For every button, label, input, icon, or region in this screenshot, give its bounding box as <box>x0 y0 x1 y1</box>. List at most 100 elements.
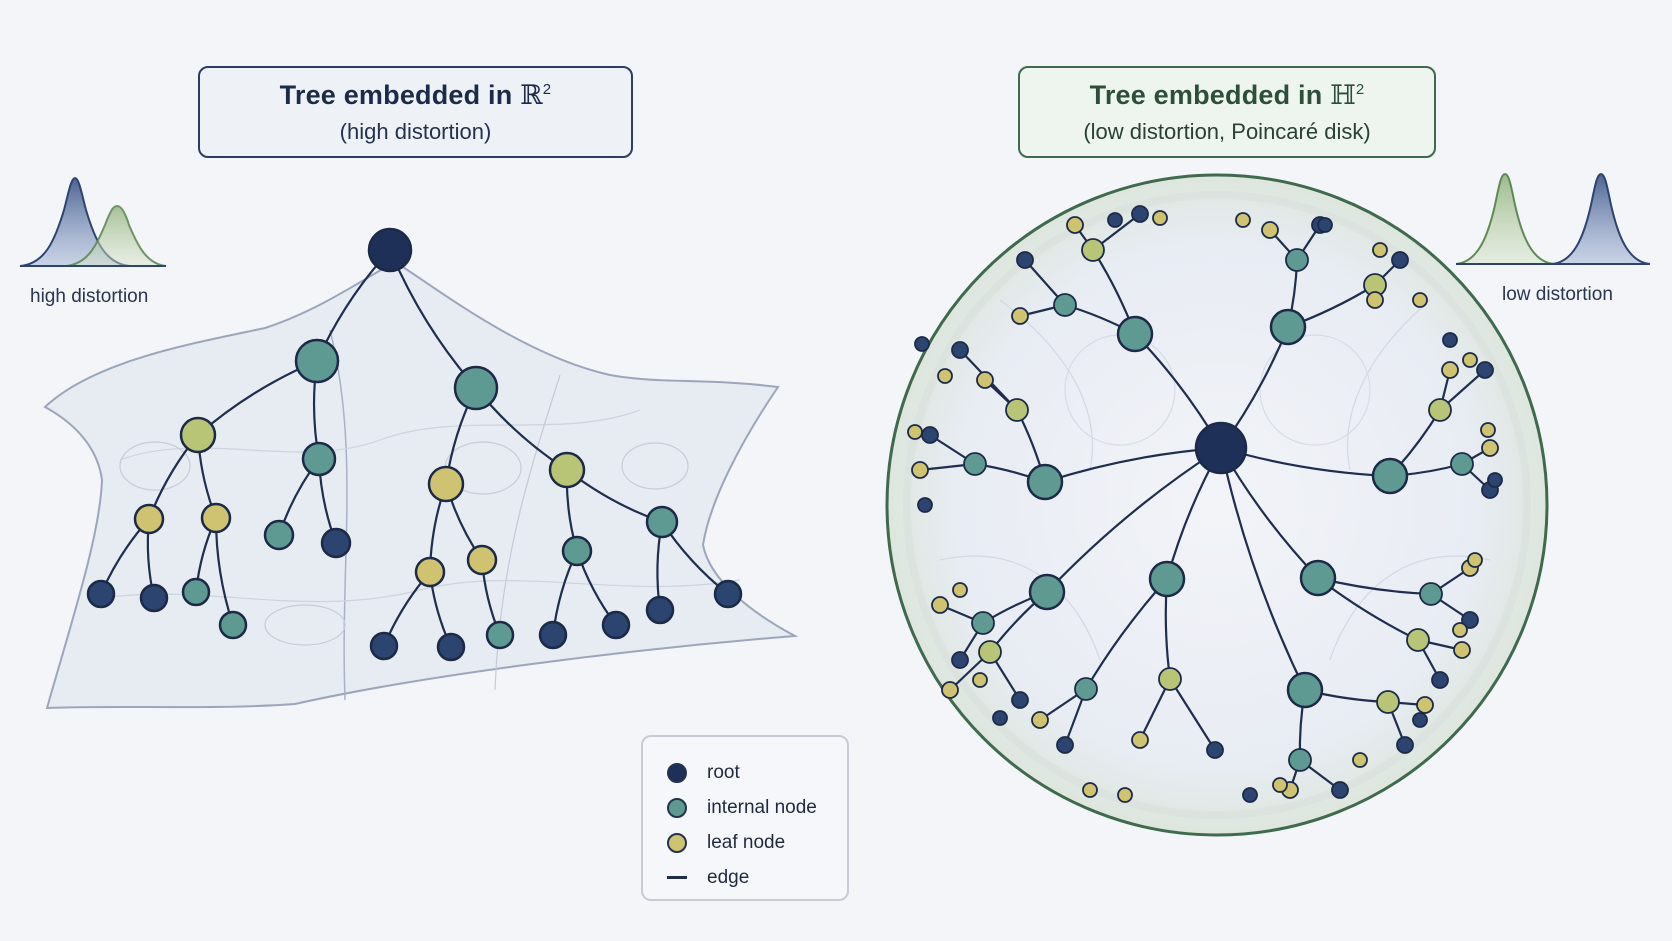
internal-node <box>601 610 631 640</box>
hyperbolic-tree-nodes <box>907 205 1503 803</box>
leaf-node <box>1131 731 1149 749</box>
leaf-node <box>1467 552 1483 568</box>
leaf-node <box>1131 205 1149 223</box>
leaf-node <box>1462 352 1478 368</box>
leaf-node <box>941 681 959 699</box>
internal-node <box>86 579 116 609</box>
leaf-node <box>1152 210 1168 226</box>
leaf-node <box>1107 212 1123 228</box>
leaf-node <box>179 416 217 454</box>
leaf-node <box>1117 787 1133 803</box>
internal-node <box>294 338 340 384</box>
low-distortion-label: low distortion <box>1502 284 1613 305</box>
legend-item-edge: edge <box>667 860 847 895</box>
tree-edge <box>1046 447 1222 593</box>
leaf-node <box>200 502 232 534</box>
leaf-node <box>414 556 446 588</box>
internal-node <box>1419 582 1443 606</box>
leaf-node <box>1206 741 1224 759</box>
legend-label: root <box>707 761 740 783</box>
leaf-node <box>1453 641 1471 659</box>
leaf-node <box>1396 736 1414 754</box>
right-title: Tree embedded in ℍ2 <box>1090 80 1365 111</box>
leaf-node <box>1441 361 1459 379</box>
internal-node <box>1450 452 1474 476</box>
high-distortion-label: high distortion <box>30 286 149 307</box>
leaf-node <box>1391 251 1409 269</box>
legend-item-root: root <box>667 755 847 790</box>
root-node <box>367 227 413 273</box>
euclidean-tree-nodes <box>86 227 743 662</box>
leaf-node <box>1366 291 1384 309</box>
leaf-node <box>1016 251 1034 269</box>
leaf-node <box>952 582 968 598</box>
internal-node <box>1116 315 1154 353</box>
legend-item-internal: internal node <box>667 790 847 825</box>
internal-node <box>1028 573 1066 611</box>
hyperbolic-plane-exponent: 2 <box>1355 80 1365 98</box>
internal-node <box>263 519 295 551</box>
leaf-node <box>1242 787 1258 803</box>
internal-node <box>320 527 352 559</box>
poincare-disk <box>885 173 1549 837</box>
internal-node <box>1286 671 1324 709</box>
internal-node <box>1428 398 1452 422</box>
internal-node <box>971 611 995 635</box>
left-title: Tree embedded in ℝ2 <box>280 80 552 111</box>
internal-node <box>369 631 399 661</box>
internal-node <box>485 620 515 650</box>
leaf-node <box>1352 752 1368 768</box>
leaf-node <box>911 461 929 479</box>
leaf-node <box>1481 439 1499 457</box>
leaf-node <box>976 371 994 389</box>
legend-label: internal node <box>707 796 817 818</box>
legend-label: edge <box>707 866 750 888</box>
leaf-node <box>548 451 586 489</box>
internal-node <box>139 583 169 613</box>
leaf-node <box>1476 361 1494 379</box>
internal-node <box>1158 667 1182 691</box>
internal-node <box>1376 690 1400 714</box>
high-distortion-curves-icon <box>19 176 167 267</box>
leaf-node <box>1082 782 1098 798</box>
leaf-node <box>1461 611 1479 629</box>
right-title-text: Tree embedded in <box>1089 79 1331 110</box>
internal-node <box>645 595 675 625</box>
leaf-node <box>1331 781 1349 799</box>
legend-item-leaf: leaf node <box>667 825 847 860</box>
root-swatch-icon <box>667 762 687 783</box>
leaf-node <box>951 341 969 359</box>
edge-swatch-icon <box>667 876 687 879</box>
leaf-node <box>1487 472 1503 488</box>
leaf-node <box>907 424 923 440</box>
leaf-node <box>1011 691 1029 709</box>
internal-node <box>713 579 743 609</box>
root-node <box>1194 421 1248 475</box>
internal-node <box>978 640 1002 664</box>
internal-node <box>1406 628 1430 652</box>
internal-node <box>561 535 593 567</box>
internal-node <box>1081 238 1105 262</box>
leaf-node <box>1261 221 1279 239</box>
leaf-node <box>1272 777 1288 793</box>
leaf-node <box>1031 711 1049 729</box>
internal-node <box>218 610 248 640</box>
leaf-node <box>951 651 969 669</box>
leaf-node <box>1066 216 1084 234</box>
leaf-node <box>931 596 949 614</box>
leaf-node <box>1011 307 1029 325</box>
right-title-box: Tree embedded in ℍ2 (low distortion, Poi… <box>1018 66 1436 158</box>
internal-node <box>963 452 987 476</box>
leaf-node <box>466 544 498 576</box>
leaf-node <box>427 465 465 503</box>
internal-node <box>453 365 499 411</box>
leaf-node <box>133 503 165 535</box>
real-plane-symbol: ℝ <box>520 79 543 111</box>
leaf-node <box>921 426 939 444</box>
internal-node <box>1269 308 1307 346</box>
leaf-node <box>1452 622 1468 638</box>
leaf-node <box>917 497 933 513</box>
tree-edge <box>1169 678 1216 751</box>
leaf-node <box>1431 671 1449 689</box>
leaf-node <box>1412 292 1428 308</box>
